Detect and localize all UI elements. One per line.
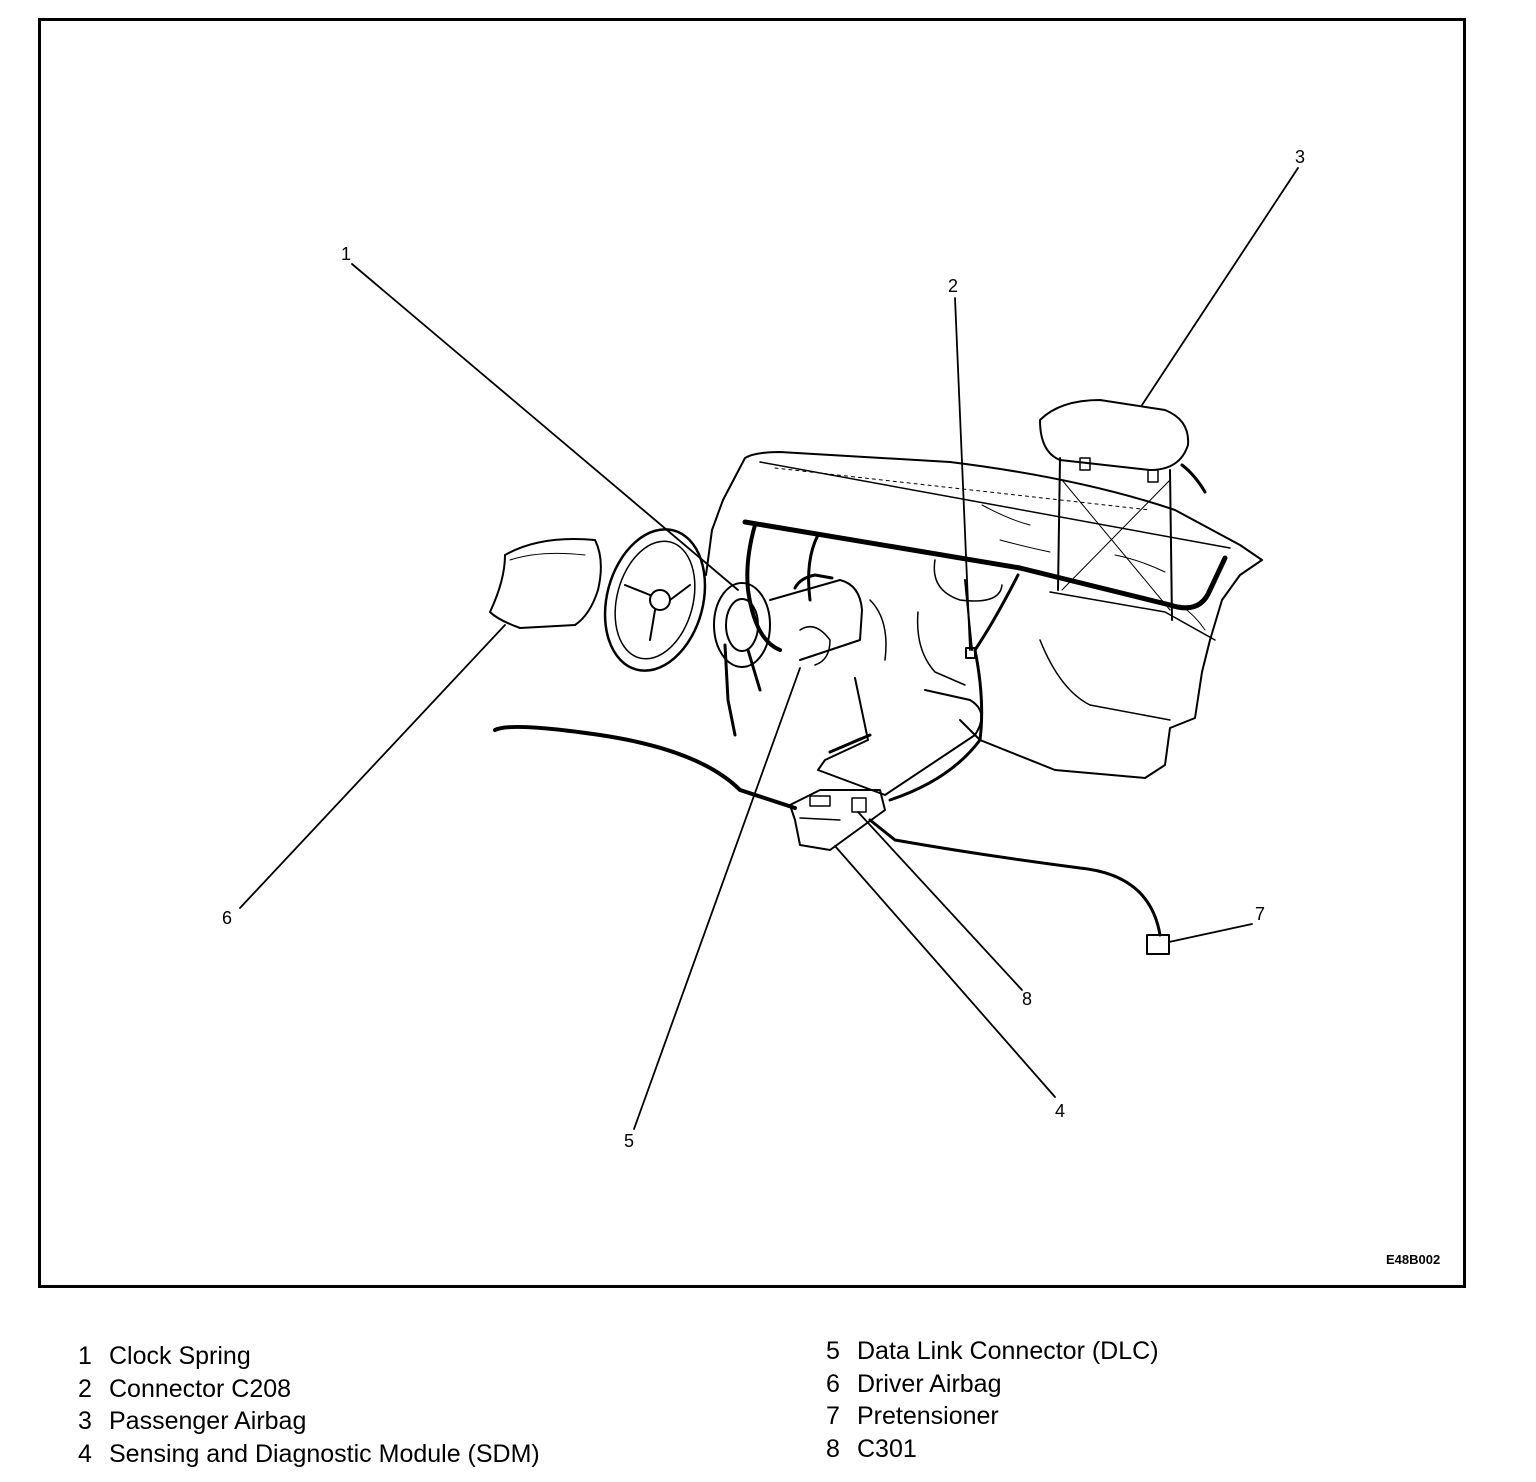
leader-lines [239,167,1299,1130]
legend-label: Data Link Connector (DLC) [857,1337,1159,1365]
steering-column [713,573,887,737]
callout-2: 2 [948,276,958,296]
legend-number: 4 [78,1439,92,1468]
legend-number: 8 [826,1434,840,1463]
legend-item: 7 Pretensioner [826,1400,1159,1433]
callout-7: 7 [1255,904,1265,924]
legend-number: 1 [78,1342,92,1370]
legend-label: Passenger Airbag [109,1407,307,1435]
legend-label: Clock Spring [109,1342,251,1370]
legend-item: 4 Sensing and Diagnostic Module (SDM) [78,1438,540,1471]
legend-item: 1 Clock Spring [78,1340,540,1373]
legend-number: 3 [78,1407,92,1435]
driver-airbag-module [489,538,602,629]
legend-number: 5 [826,1337,840,1365]
legend-label: Driver Airbag [857,1369,1002,1398]
legend-left: 1 Clock Spring 2 Connector C208 3 Passen… [78,1340,540,1470]
legend-right: 5 Data Link Connector (DLC) 6 Driver Air… [826,1335,1159,1465]
callout-6: 6 [222,908,232,928]
callout-8: 8 [1022,989,1032,1009]
legend-label: C301 [857,1434,917,1463]
wiring-harness [742,519,1228,802]
steering-wheel [603,528,707,672]
legend-label: Connector C208 [109,1374,292,1403]
legend-item: 8 C301 [826,1433,1159,1466]
legend-number: 7 [826,1402,840,1430]
figure-code: E48B002 [1386,1252,1440,1267]
legend-number: 2 [78,1374,92,1403]
legend-label: Sensing and Diagnostic Module (SDM) [109,1439,540,1468]
legend-item: 2 Connector C208 [78,1373,540,1406]
pretensioner-connector [1146,934,1170,955]
figure-frame [38,18,1466,1288]
callout-4: 4 [1055,1101,1065,1121]
instrument-panel [705,451,1263,779]
legend-item: 3 Passenger Airbag [78,1405,540,1438]
callout-5: 5 [624,1131,634,1151]
legend-item: 6 Driver Airbag [826,1368,1159,1401]
callout-labels: 1 2 3 4 5 6 7 8 [222,147,1305,1151]
callout-3: 3 [1295,147,1305,167]
passenger-airbag-module [1039,399,1207,621]
legend-number: 6 [826,1369,840,1398]
floor-console [789,677,983,851]
legend-label: Pretensioner [857,1402,999,1430]
floor-harness [493,724,1162,937]
callout-1: 1 [341,244,351,264]
legend-item: 5 Data Link Connector (DLC) [826,1335,1159,1368]
